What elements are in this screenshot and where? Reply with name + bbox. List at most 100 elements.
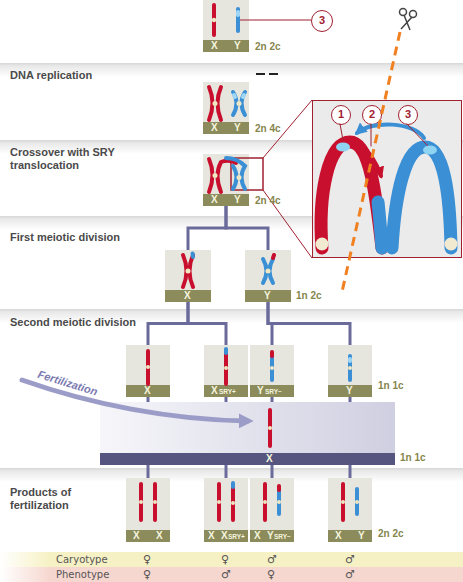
y-chromosome xyxy=(272,356,350,380)
replication-mark xyxy=(256,73,278,75)
centromere xyxy=(231,501,235,505)
centromere xyxy=(153,500,157,504)
y-chromosome xyxy=(226,158,245,189)
centromere xyxy=(186,269,191,274)
stage-label: Crossover with SRY translocation xyxy=(10,146,122,172)
fertilization-band: X xyxy=(100,402,395,465)
tree-line xyxy=(188,206,226,250)
tree-line xyxy=(225,465,228,478)
y-chromosome xyxy=(233,92,245,115)
x-segment xyxy=(270,352,274,356)
chromatid-arch xyxy=(321,142,382,248)
chromosome-label: X xyxy=(266,453,273,465)
sex-symbol: ♀ xyxy=(143,567,151,582)
callout-number: 1 xyxy=(332,106,350,123)
stage-label: Products of fertilization xyxy=(10,486,120,512)
centromere xyxy=(146,365,150,369)
sry-band xyxy=(236,12,240,15)
x-segment xyxy=(277,486,281,490)
chromosome-cell: XYSRY− xyxy=(250,478,294,542)
chromosome-cell: XY xyxy=(203,0,249,52)
tree-line xyxy=(268,302,350,345)
centromere xyxy=(213,173,218,178)
chromosome-label: Y xyxy=(264,290,271,302)
chromatid-arch xyxy=(392,147,451,248)
row-title: Caryotype xyxy=(56,553,108,566)
callout-circle: 3 xyxy=(398,105,418,125)
chromosome-label: Y xyxy=(358,530,365,542)
process-label: Fertilization xyxy=(36,368,99,398)
stage-label: DNA replication xyxy=(10,69,92,82)
exchange-arrow xyxy=(357,140,381,176)
x-chromosome xyxy=(148,351,226,384)
chromosome-label: X xyxy=(144,385,151,397)
tree-line xyxy=(226,206,268,250)
ploidy-label: 2n 4c xyxy=(255,123,281,135)
tree-line xyxy=(148,302,188,345)
chromosome-cell: Y xyxy=(328,345,372,397)
chromosome-label: Y xyxy=(234,194,241,206)
centromere xyxy=(217,500,221,504)
centromere xyxy=(212,18,216,22)
chromosome-label: Y xyxy=(346,385,353,397)
tree-line xyxy=(188,302,226,345)
sry-band xyxy=(348,359,352,361)
stage-label: Second meiotic division xyxy=(10,316,136,329)
callout-circle: 3 xyxy=(311,10,333,32)
phenotype-row: Phenotype♀♂♀♂ xyxy=(0,567,463,582)
chromosome-cell: XY xyxy=(328,478,372,542)
sry-segment xyxy=(224,349,228,353)
centromere xyxy=(224,366,228,370)
chromosome-cell: X xyxy=(126,345,170,397)
ploidy-label: 1n 2c xyxy=(296,290,322,302)
ploidy-label: 2n 4c xyxy=(255,195,281,207)
row-title: Phenotype xyxy=(56,568,109,581)
centromere xyxy=(270,366,274,370)
callout-circle: 1 xyxy=(331,105,351,125)
sex-symbol: ♀ xyxy=(267,567,275,582)
x-chromosome xyxy=(212,5,216,35)
chromosome-cell: X xyxy=(165,250,211,302)
stage-label: First meiotic division xyxy=(10,231,120,244)
chromosome-cell: XY xyxy=(203,154,249,206)
chromosomes xyxy=(141,5,357,520)
chromosome-cell: YSRY− xyxy=(250,345,294,397)
chromosome-cell: Y xyxy=(245,250,291,302)
x-chromosome xyxy=(209,87,221,120)
y-chromosome xyxy=(233,483,357,514)
centromere xyxy=(445,238,458,251)
centromere xyxy=(263,500,267,504)
centromere xyxy=(348,366,352,370)
ploidy-label: 2n 2c xyxy=(378,528,404,540)
sry-label: SRY− xyxy=(274,533,291,541)
chromosome-label: X xyxy=(221,530,228,542)
leader-line xyxy=(340,124,428,146)
chromosome-label: Y xyxy=(257,385,264,397)
chromatid-segment xyxy=(378,202,382,248)
sry-band xyxy=(336,143,350,152)
sry-label: SRY+ xyxy=(219,388,236,396)
x-chromosome xyxy=(141,484,343,520)
ploidy-label: 1n 1c xyxy=(400,452,426,464)
chromosome-label: X xyxy=(208,530,215,542)
x-segment xyxy=(273,255,274,258)
callout-number: 3 xyxy=(312,11,332,30)
centromere xyxy=(139,500,143,504)
callout-number: 3 xyxy=(399,106,417,123)
chromosome-label: X xyxy=(156,530,163,542)
y-chromosome xyxy=(236,9,240,31)
tree-line xyxy=(349,465,352,478)
x-chromosome xyxy=(209,159,236,192)
sex-symbol: ♀ xyxy=(143,552,151,567)
ploidy-label: 2n 2c xyxy=(255,41,281,53)
centromere xyxy=(237,175,242,180)
x-chromosome xyxy=(183,255,193,287)
centromere xyxy=(277,500,281,504)
centromere xyxy=(316,238,329,251)
tree-line xyxy=(271,465,274,478)
chromosome-label: X xyxy=(133,530,140,542)
centromere xyxy=(237,101,242,106)
sex-symbol: ♀ xyxy=(221,552,229,567)
sex-symbol: ♂ xyxy=(345,552,355,567)
